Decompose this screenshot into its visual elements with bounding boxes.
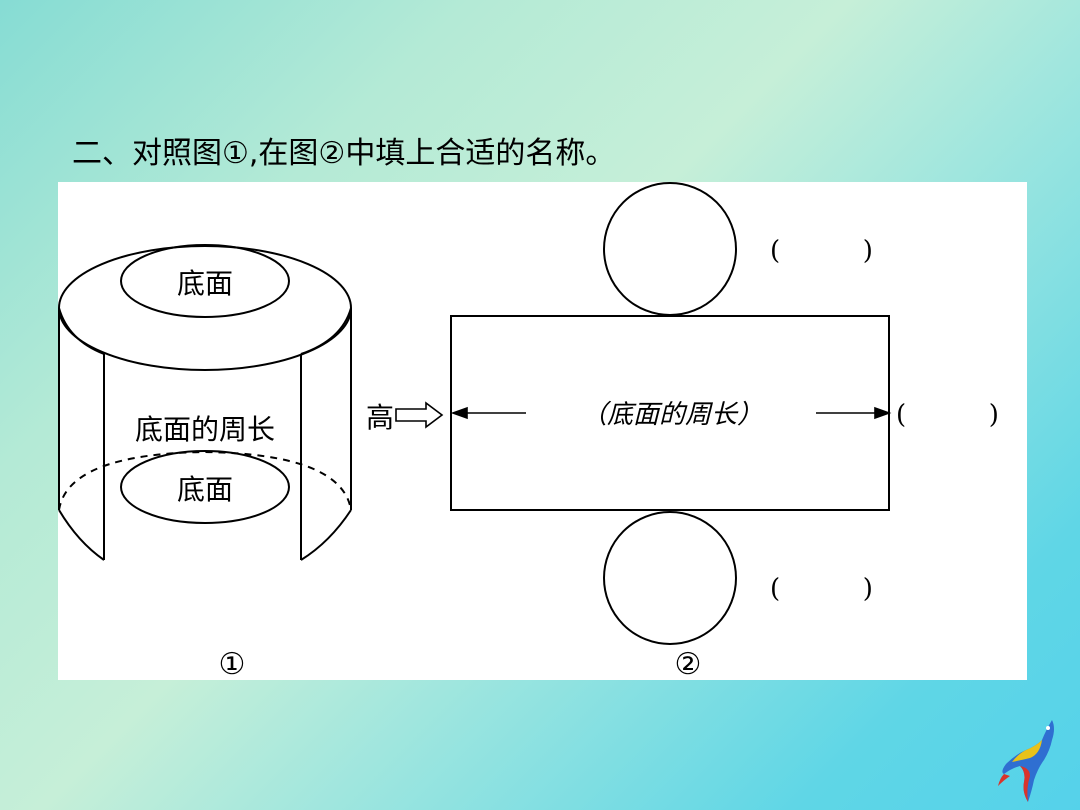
diagram-svg: 底面 底面的周长 底面 ① 高 （底面的周长） ( ) ( xyxy=(58,182,999,680)
center-circumference-label: （底面的周长） xyxy=(581,400,763,430)
cylinder-figure xyxy=(58,244,352,561)
blank-top-circle: ( ) xyxy=(770,236,873,266)
cylinder-bottom-left-curve xyxy=(58,509,105,561)
blank-bottom-circle: ( ) xyxy=(770,574,873,604)
cylinder-bottom-back-dashed xyxy=(58,450,352,511)
height-label: 高 xyxy=(366,401,394,434)
top-base-label: 底面 xyxy=(177,267,233,300)
double-arrow-right-icon xyxy=(395,401,444,429)
figure2-caption: ② xyxy=(675,647,702,680)
circumference-label: 底面的周长 xyxy=(135,413,275,446)
figure1-caption: ① xyxy=(219,647,246,680)
cylinder-bottom-right-curve xyxy=(300,509,352,561)
bottom-base-ellipse xyxy=(120,450,290,524)
question-text: 二、对照图①,在图②中填上合适的名称。 xyxy=(72,136,616,171)
figure-panel: 底面 底面的周长 底面 ① 高 （底面的周长） ( ) ( xyxy=(58,182,1027,680)
arrow-right-icon xyxy=(816,406,892,420)
net-bottom-circle xyxy=(603,511,737,645)
blank-rect-length: ( ) xyxy=(896,400,999,430)
net-top-circle xyxy=(603,182,737,316)
top-base-ellipse xyxy=(120,244,290,318)
parrot-icon xyxy=(998,720,1054,802)
cylinder-cut-top-left xyxy=(58,307,105,355)
bottom-base-label: 底面 xyxy=(177,473,233,506)
cylinder-cut-top-right xyxy=(300,307,352,355)
arrow-left-icon xyxy=(450,406,526,420)
